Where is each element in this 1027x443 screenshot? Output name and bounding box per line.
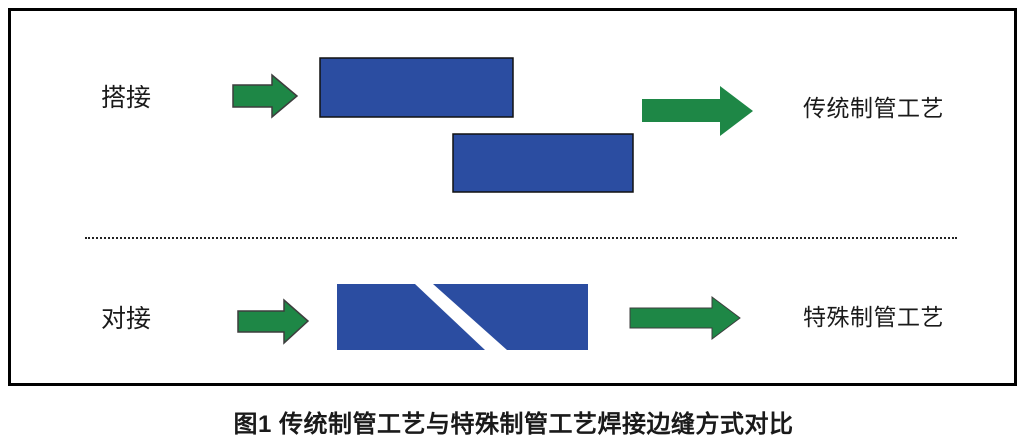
lap-joint-label: 搭接 <box>100 84 151 112</box>
dotted-divider <box>85 237 957 239</box>
butt-joint-label: 对接 <box>100 305 151 333</box>
special-process-label: 特殊制管工艺 <box>803 304 944 330</box>
traditional-process-label: 传统制管工艺 <box>803 95 944 121</box>
figure-caption: 图1 传统制管工艺与特殊制管工艺焊接边缝方式对比 <box>233 411 794 438</box>
